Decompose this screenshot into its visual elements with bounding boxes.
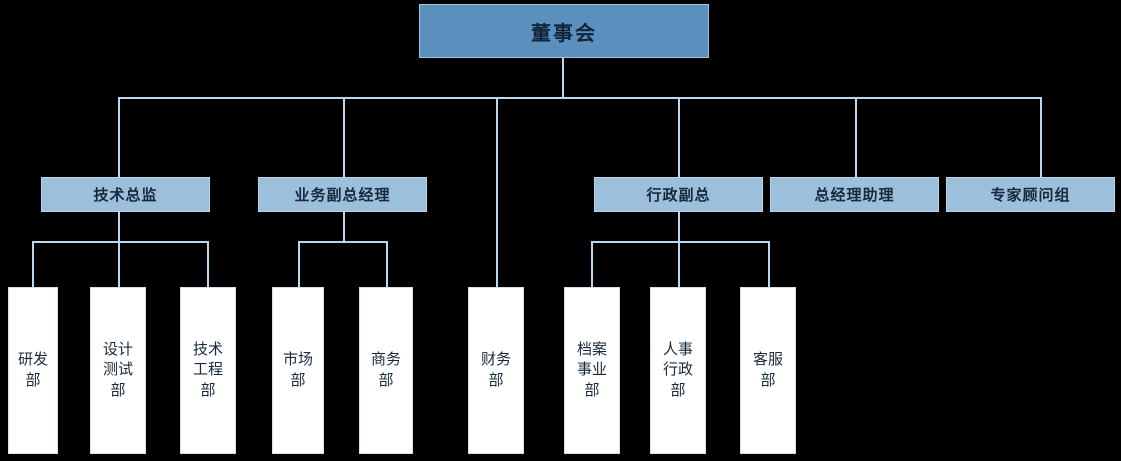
node-tech-engineering-department[interactable]: 技术工程部 — [180, 287, 236, 454]
connector-to-business — [386, 241, 388, 287]
connector-to-hr-admin — [678, 241, 680, 287]
node-expert-advisory-group[interactable]: 专家顾问组 — [946, 177, 1115, 212]
node-label: 档案事业部 — [576, 341, 607, 399]
node-label: 客服部 — [752, 351, 783, 389]
node-label: 市场部 — [282, 351, 313, 389]
node-tech-director[interactable]: 技术总监 — [41, 177, 210, 212]
node-board-of-directors[interactable]: 董事会 — [419, 4, 709, 58]
connector-to-finance-drop — [496, 97, 498, 287]
node-label: 行政副总 — [646, 187, 711, 204]
node-business-department[interactable]: 商务部 — [359, 287, 413, 454]
connector-admin-vp-down — [678, 212, 680, 242]
node-design-test-department[interactable]: 设计测试部 — [90, 287, 146, 454]
connector-biz-vgm-down — [343, 212, 345, 242]
node-rd-department[interactable]: 研发部 — [8, 287, 58, 454]
connector-root-down — [562, 58, 564, 98]
connector-to-tech-eng — [207, 241, 209, 287]
node-label: 总经理助理 — [814, 187, 895, 204]
node-label: 专家顾问组 — [990, 187, 1071, 204]
connector-to-service — [768, 241, 770, 287]
node-marketing-department[interactable]: 市场部 — [272, 287, 324, 454]
node-label: 财务部 — [480, 351, 511, 389]
node-business-vgm[interactable]: 业务副总经理 — [258, 177, 427, 212]
node-label: 业务副总经理 — [294, 187, 391, 204]
connector-level2-bus — [118, 97, 1040, 99]
node-label: 技术总监 — [93, 187, 158, 204]
node-hr-admin-department[interactable]: 人事行政部 — [650, 287, 706, 454]
connector-to-gm-assist — [855, 97, 857, 177]
connector-to-rd — [32, 241, 34, 287]
connector-to-design-test — [118, 241, 120, 287]
node-gm-assistant[interactable]: 总经理助理 — [770, 177, 939, 212]
node-finance-department[interactable]: 财务部 — [468, 287, 524, 454]
node-label: 研发部 — [17, 351, 48, 389]
connector-to-tech-dir — [118, 97, 120, 177]
node-label: 技术工程部 — [192, 341, 223, 399]
node-admin-vp[interactable]: 行政副总 — [594, 177, 763, 212]
node-label: 商务部 — [370, 351, 401, 389]
connector-to-biz-vgm — [343, 97, 345, 177]
connector-biz-vgm-bus — [298, 241, 387, 243]
node-archive-division[interactable]: 档案事业部 — [564, 287, 620, 454]
node-label: 董事会 — [531, 22, 597, 45]
connector-to-archive — [591, 241, 593, 287]
node-customer-service-department[interactable]: 客服部 — [740, 287, 796, 454]
connector-to-admin-vp — [678, 97, 680, 177]
node-label: 人事行政部 — [662, 341, 693, 399]
connector-to-expert-group — [1040, 97, 1042, 177]
connector-tech-dir-down — [118, 212, 120, 242]
connector-to-market — [298, 241, 300, 287]
node-label: 设计测试部 — [102, 341, 133, 399]
